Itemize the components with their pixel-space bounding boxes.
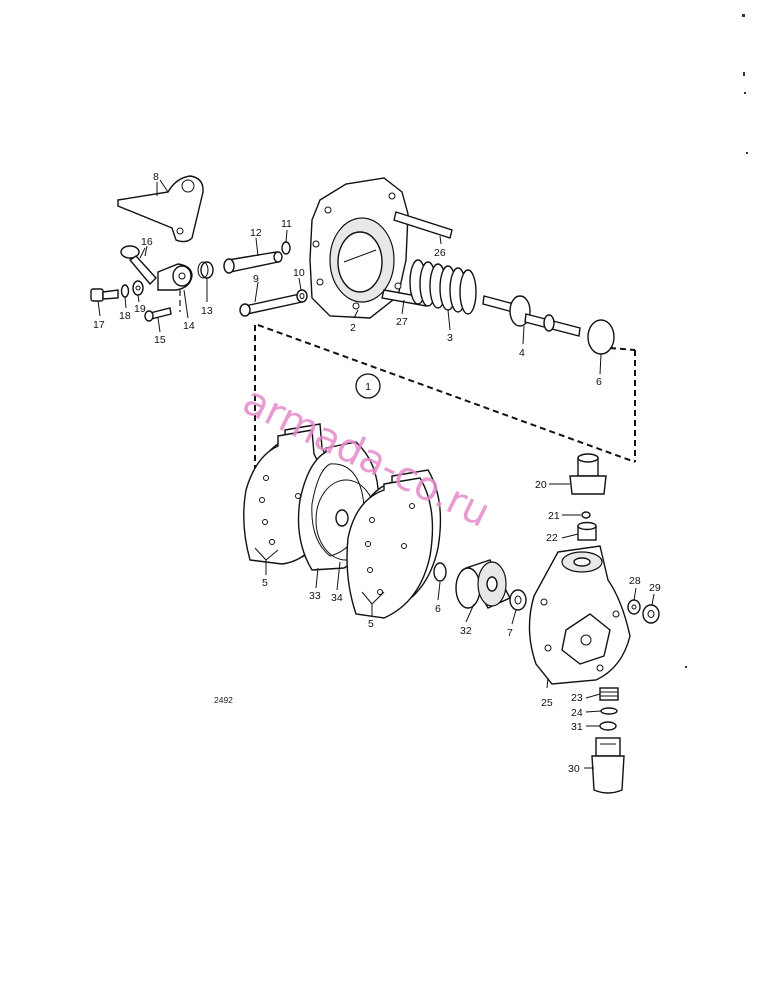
label-15: 15 — [154, 334, 166, 346]
assembly-connection-line — [254, 324, 636, 470]
part-25-pump-body — [528, 545, 631, 685]
part-13-spring — [197, 261, 214, 279]
label-14: 14 — [183, 320, 195, 332]
part-8-lever-bracket — [117, 175, 204, 243]
label-25: 25 — [541, 697, 553, 709]
label-10: 10 — [293, 267, 305, 279]
label-28: 28 — [629, 575, 641, 587]
label-18: 18 — [119, 310, 131, 322]
label-17: 17 — [93, 319, 105, 331]
svg-text:1: 1 — [365, 381, 371, 393]
label-34: 34 — [331, 592, 343, 604]
part-3-coil-spring — [409, 259, 477, 315]
part-11-circlip — [281, 241, 291, 255]
part-19-washer — [132, 280, 144, 296]
label-4: 4 — [519, 347, 525, 359]
part-15-screw — [144, 307, 172, 322]
label-30: 30 — [568, 763, 580, 775]
part-21-ring — [581, 511, 591, 519]
part-7-nut — [509, 589, 527, 611]
label-16: 16 — [141, 236, 153, 248]
label-12: 12 — [250, 227, 262, 239]
group-marker: 1 — [355, 373, 381, 399]
part-number-labels: 8 16 17 18 19 15 14 13 9 12 11 10 2 26 2… — [93, 171, 661, 775]
part-10-washer — [296, 289, 308, 303]
label-27: 27 — [396, 316, 408, 328]
label-21: 21 — [548, 510, 560, 522]
label-6-upper: 6 — [596, 376, 602, 388]
part-26-stud — [393, 211, 453, 239]
label-7: 7 — [507, 627, 513, 639]
label-2: 2 — [350, 322, 356, 334]
part-23-spring — [599, 687, 619, 701]
label-5-right: 5 — [368, 618, 374, 630]
scan-specks — [685, 14, 748, 668]
label-9: 9 — [253, 273, 259, 285]
part-17-bolt — [90, 288, 119, 302]
part-16-lever — [120, 245, 157, 286]
label-13: 13 — [201, 305, 213, 317]
part-28-washer — [627, 599, 641, 615]
drawing-number: 2492 — [214, 695, 233, 705]
part-2-housing-cover — [309, 177, 409, 319]
label-8: 8 — [153, 171, 159, 183]
part-32-cylinder — [455, 559, 511, 609]
label-24: 24 — [571, 707, 583, 719]
label-22: 22 — [546, 532, 558, 544]
label-6-lower: 6 — [435, 603, 441, 615]
label-5-left: 5 — [262, 577, 268, 589]
part-5-gasket-right — [346, 469, 442, 619]
label-23: 23 — [571, 692, 583, 704]
label-26: 26 — [434, 247, 446, 259]
label-32: 32 — [460, 625, 472, 637]
label-29: 29 — [649, 582, 661, 594]
part-12-shaft — [223, 251, 283, 274]
part-22-nipple — [577, 521, 597, 541]
label-20: 20 — [535, 479, 547, 491]
leader-lines — [97, 179, 655, 769]
part-14-hub — [157, 263, 193, 312]
label-11: 11 — [281, 218, 292, 230]
part-29-nut — [642, 604, 660, 624]
part-31-seal — [599, 721, 617, 731]
label-3: 3 — [447, 332, 453, 344]
part-9-bolt — [239, 293, 303, 317]
part-24-ring — [600, 707, 618, 715]
part-30-plug — [591, 737, 625, 794]
label-33: 33 — [309, 590, 321, 602]
part-18-washer — [120, 284, 130, 298]
part-4-valve-stem — [482, 295, 581, 337]
label-19: 19 — [134, 303, 146, 315]
part-20-union-fitting — [569, 453, 607, 495]
label-31: 31 — [571, 721, 583, 733]
part-6-washer-lower — [433, 562, 447, 582]
